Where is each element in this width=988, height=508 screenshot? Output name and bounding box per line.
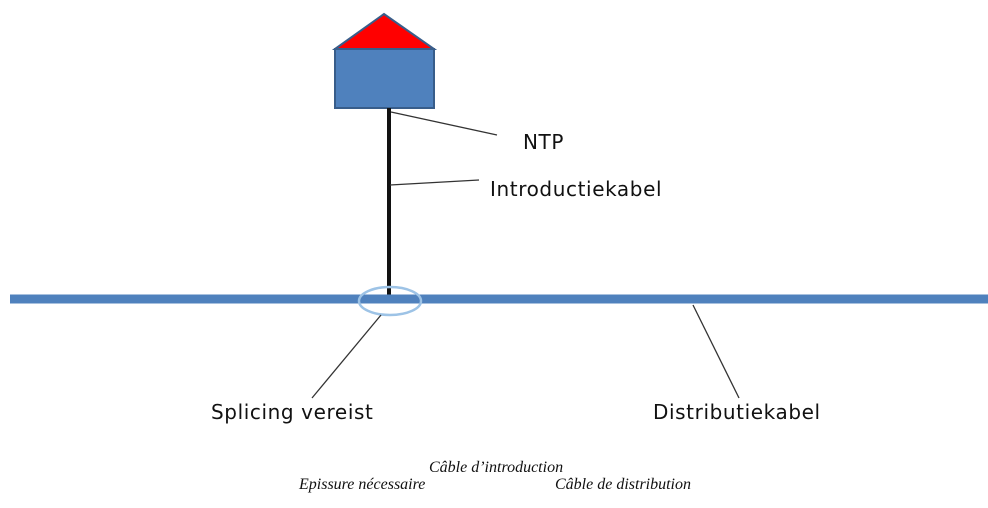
caption-cable-introduction: Câble d’introduction [429, 459, 564, 476]
ntp-label: NTP [523, 130, 565, 154]
splicing-vereist-label: Splicing vereist [211, 400, 374, 424]
distributiekabel-leader-line [692, 304, 740, 399]
house-roof [331, 12, 438, 50]
ntp-leader-line [390, 111, 498, 136]
introductiekabel-label: Introductiekabel [490, 177, 663, 201]
distributiekabel-label: Distributiekabel [653, 400, 821, 424]
introductiekabel-leader-line [389, 179, 480, 186]
house-body [334, 48, 435, 109]
splicing-leader-line [311, 314, 382, 399]
caption-cable-distribution: Câble de distribution [555, 476, 691, 493]
caption-splice-needed: Epissure nécessaire [299, 476, 426, 493]
splice-ring [357, 285, 423, 317]
